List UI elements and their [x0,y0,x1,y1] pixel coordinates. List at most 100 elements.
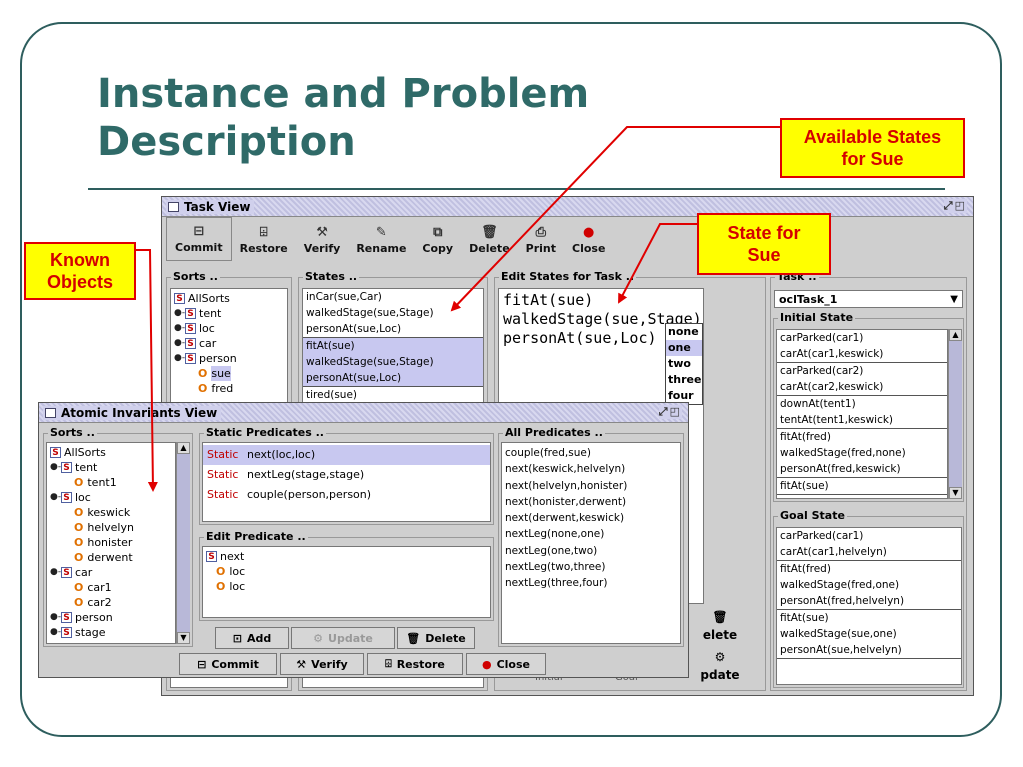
state-block[interactable]: fitAt(sue)walkedStage(sue,one)personAt(s… [777,610,961,659]
commit-icon: ⊟ [197,657,207,671]
print-button[interactable]: ⎙Print [525,225,557,255]
verify-button[interactable]: ⚒Verify [280,653,364,675]
state-block[interactable]: fitAt(fred)walkedStage(fred,one)personAt… [777,561,961,610]
expand-icon[interactable]: ●- [50,611,62,622]
close-button[interactable]: ●Close [466,653,546,675]
update-icon: ⚙ [714,650,726,664]
expand-icon[interactable]: ●- [174,308,186,318]
initial-state-scrollbar[interactable]: ▲ ▼ [948,329,962,499]
restore-button[interactable]: ⌹Restore [367,653,463,675]
task-select[interactable]: oclTask_1▼ [774,290,963,308]
predicate-row[interactable]: next(keswick,helvelyn) [505,463,626,476]
collapse-icon[interactable]: ●- [50,491,62,502]
object-icon: O [74,595,84,609]
scroll-down-icon[interactable]: ▼ [177,632,190,644]
state-block[interactable]: carParked(car1)carAt(car1,helvelyn) [777,528,961,561]
copy-button[interactable]: ⧉Copy [422,225,454,255]
window-icon [168,201,179,212]
stage-option[interactable]: four [668,389,694,402]
update-button[interactable]: ⚙Update [291,627,395,649]
predicate-row[interactable]: nextLeg(two,three) [505,561,606,574]
stage-option[interactable]: two [668,357,691,370]
rename-button[interactable]: ✎Rename [356,225,407,255]
scroll-up-icon[interactable]: ▲ [177,442,190,454]
sort-icon: S [174,293,185,304]
collapse-icon[interactable]: ●- [174,353,186,363]
state-block[interactable]: fitAt(fred)walkedStage(fred,none)personA… [777,429,947,478]
stage-option-selected[interactable]: one [666,340,702,356]
maximize-icon[interactable]: ⤢◰ [658,405,682,419]
collapse-icon[interactable]: ●- [50,566,62,577]
commit-button[interactable]: ⊟Commit [166,217,232,261]
initial-state-label: Initial State [778,311,856,324]
stage-option[interactable]: three [668,373,702,386]
commit-button[interactable]: ⊟Commit [179,653,277,675]
atomic-titlebar[interactable]: Atomic Invariants View ⤢◰ [39,403,688,423]
sort-icon: S [185,308,196,319]
task-view-titlebar[interactable]: Task View ⤢◰ [162,197,973,217]
predicate-row[interactable]: next(helvelyn,honister) [505,479,628,492]
predicate-row[interactable]: nextLeg(none,one) [505,528,605,541]
initial-state-group: Initial State carParked(car1)carAt(car1,… [773,311,964,502]
stage-option[interactable]: none [668,325,699,338]
state-block[interactable]: carParked(car2)carAt(car2,keswick) [777,363,947,396]
stage-dropdown-list[interactable]: none one two three four [665,323,703,405]
delete-button[interactable]: 🗑Delete [397,627,475,649]
restore-button[interactable]: ⌹Restore [239,225,288,255]
add-button[interactable]: ⊡Add [215,627,289,649]
object-icon: O [74,505,84,519]
atomic-sorts-scrollbar[interactable]: ▲ ▼ [176,442,190,644]
scroll-down-icon[interactable]: ▼ [949,487,962,499]
collapse-icon[interactable]: ●- [50,461,62,472]
object-icon: O [74,580,84,594]
predicate-row[interactable]: couple(fred,sue) [505,447,591,459]
close-button[interactable]: ●Close [572,225,606,255]
scroll-up-icon[interactable]: ▲ [949,329,962,341]
maximize-icon[interactable]: ⤢◰ [943,199,967,213]
state-block[interactable]: downAt(tent1)tentAt(tent1,keswick) [777,396,947,429]
predicate-row[interactable]: nextLeg(one,two) [505,544,598,557]
static-predicates-label: Static Predicates .. [204,426,326,439]
predicate-row[interactable]: next(honister,derwent) [505,495,627,508]
expand-icon[interactable]: ●- [174,323,186,333]
expand-icon[interactable]: ●- [174,338,186,348]
state-block-selected[interactable]: fitAt(sue) walkedStage(sue,Stage) person… [303,338,483,387]
expand-icon[interactable]: ●- [50,626,62,637]
state-block[interactable]: fitAt(sue) [777,478,947,495]
state-block[interactable]: inCar(sue,Car) walkedStage(sue,Stage) pe… [303,289,483,338]
predicate-row[interactable]: nextLeg(three,four) [505,577,608,590]
verify-button[interactable]: ⚒Verify [303,225,341,255]
delete-button[interactable]: 🗑Delete [469,225,510,255]
state-block[interactable]: carParked(car1)carAt(car1,keswick) [777,330,947,363]
side-delete-button[interactable]: 🗑elete [685,608,755,644]
side-update-button[interactable]: ⚙pdate [685,648,755,684]
predicate-row[interactable]: next(derwent,keswick) [505,512,625,525]
